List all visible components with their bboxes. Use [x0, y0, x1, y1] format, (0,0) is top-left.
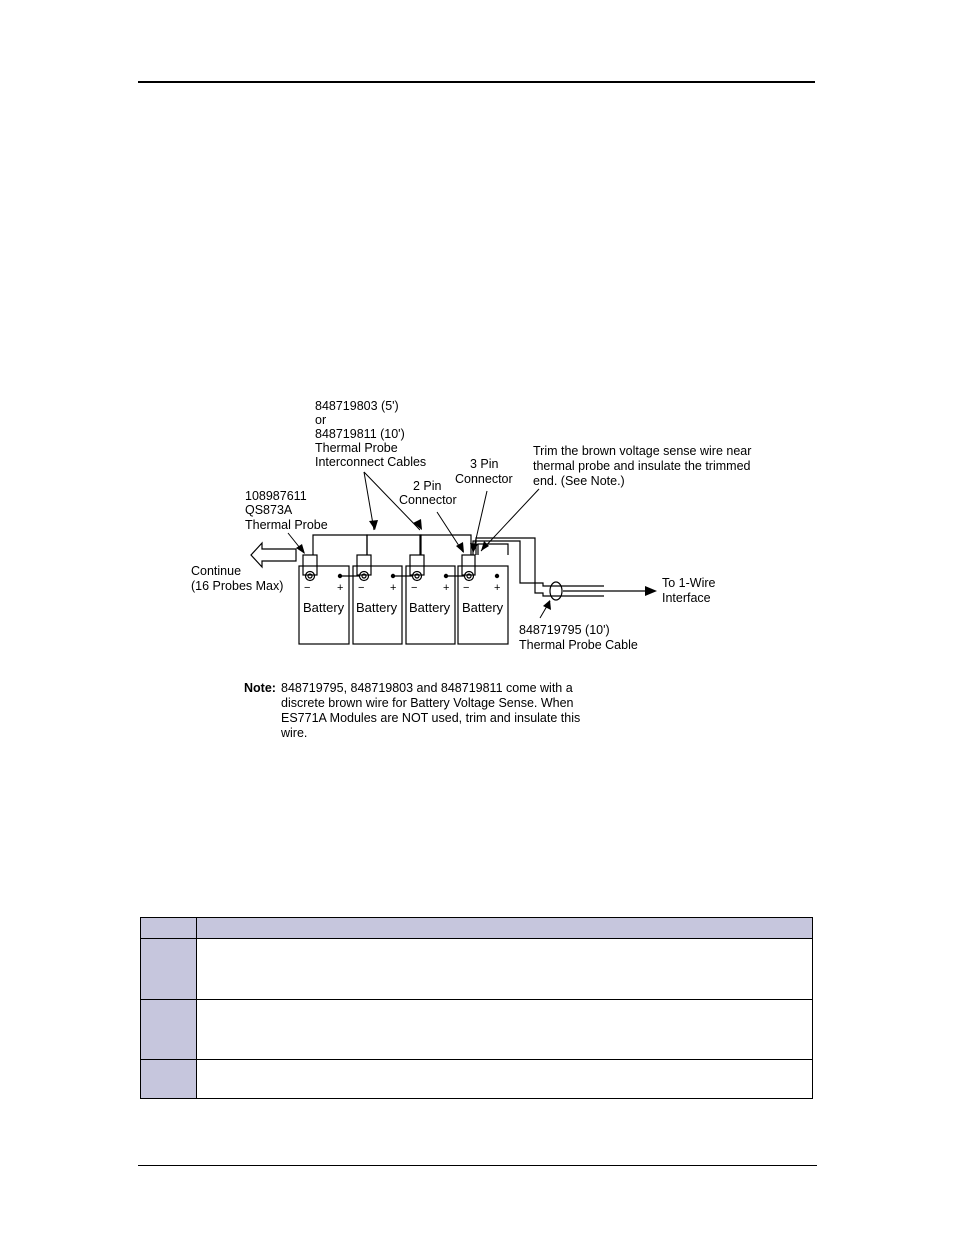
battery-2-label: Battery — [356, 600, 398, 615]
two-pin-label-line: Connector — [399, 493, 457, 507]
table-row — [141, 939, 812, 1000]
cable-label-line: Thermal Probe — [315, 441, 398, 455]
battery-1-plus: + — [337, 582, 343, 594]
battery-3-body — [405, 565, 456, 645]
probe-3 — [409, 554, 425, 576]
battery-4-label: Battery — [462, 600, 504, 615]
trim-label-line: end. (See Note.) — [533, 474, 625, 488]
table-row — [141, 1060, 812, 1098]
battery-1-label: Battery — [303, 600, 345, 615]
battery-2-body — [352, 565, 403, 645]
footer-rule — [138, 1165, 817, 1166]
battery-2-plus: + — [390, 582, 396, 594]
table-header-row — [141, 918, 812, 939]
trim-label-line: thermal probe and insulate the trimmed — [533, 459, 751, 473]
three-pin-label-line: Connector — [455, 472, 513, 486]
cable-label-line: 848719811 (10') — [315, 427, 405, 441]
cable-part-label-line: 848719795 (10') — [519, 623, 610, 637]
battery-3-minus: − — [411, 582, 417, 594]
steps-table — [140, 917, 813, 1099]
probe-label-line: 108987611 — [245, 489, 307, 503]
probe-label-line: QS873A — [245, 503, 293, 517]
cable-part-label-line: Thermal Probe Cable — [519, 638, 638, 652]
continue-label-line: (16 Probes Max) — [191, 579, 283, 593]
interface-label-line: Interface — [662, 591, 711, 605]
battery-1-body — [298, 565, 350, 645]
table-step-cell — [141, 939, 196, 999]
table-step-cell — [141, 1060, 196, 1098]
probe-label-line: Thermal Probe — [245, 518, 328, 532]
cable-label-line: or — [315, 413, 326, 427]
probe-4 — [461, 554, 476, 576]
battery-4-body — [457, 565, 509, 645]
table-row — [141, 1000, 812, 1060]
battery-3-plus: + — [443, 582, 449, 594]
battery-3-label: Battery — [409, 600, 451, 615]
probe-2 — [356, 554, 372, 576]
trim-label-line: Trim the brown voltage sense wire near — [533, 444, 751, 458]
probe-1 — [302, 554, 318, 576]
cable-label-line: Interconnect Cables — [315, 455, 426, 469]
interface-label-line: To 1-Wire — [662, 576, 716, 590]
note-text: 848719795, 848719803 and 848719811 come … — [281, 681, 581, 740]
three-pin-label-line: 3 Pin — [470, 457, 499, 471]
two-pin-label-line: 2 Pin — [413, 479, 442, 493]
header-rule — [138, 81, 815, 83]
battery-1-minus: − — [304, 582, 310, 594]
table-step-cell — [141, 1000, 196, 1059]
battery-2-minus: − — [358, 582, 364, 594]
note-label: Note: — [244, 681, 276, 695]
battery-4-minus: − — [463, 582, 469, 594]
continue-label-line: Continue — [191, 564, 241, 578]
cable-label-line: 848719803 (5') — [315, 399, 399, 413]
battery-4-plus: + — [494, 582, 500, 594]
table-column-divider — [196, 918, 197, 1098]
